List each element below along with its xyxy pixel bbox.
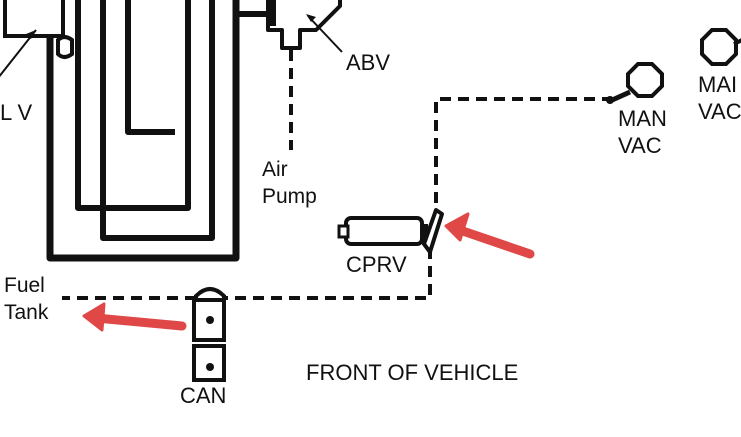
label-can: CAN [180, 383, 226, 408]
canister-top-fitting [194, 287, 226, 300]
label-man-vac-partial-line2: VAC [698, 99, 741, 124]
abv-pointer-head [306, 14, 316, 22]
label-fuel-tank-line1: Fuel [4, 274, 45, 297]
cprv-to-can-line [222, 248, 432, 300]
canister-bolt-upper [206, 316, 214, 324]
annotation-arrows [82, 212, 535, 332]
hose-third [100, 0, 215, 241]
cprv-body [344, 216, 424, 246]
cprv-elbow [422, 208, 444, 254]
label-lv: L V [0, 100, 33, 125]
canister-bolt-lower [206, 363, 214, 371]
canister-body-lower [192, 344, 226, 382]
label-man-vac-partial-line1: MAI [698, 72, 737, 97]
canister [192, 287, 226, 382]
label-man-vac-line2: VAC [618, 133, 662, 158]
lv-pointer-line [0, 29, 37, 78]
abv-pointer-line [307, 15, 343, 53]
abv-body [266, 0, 342, 50]
lv-body [3, 0, 65, 38]
man-vac-hex-partial [700, 28, 738, 66]
man-vac-fitting [606, 62, 664, 104]
man-vac-hex [626, 62, 664, 98]
hose-bundle [46, 0, 268, 262]
abv-stem [266, 0, 276, 26]
man-vac-nipple-end [606, 96, 614, 104]
label-abv: ABV [346, 50, 390, 75]
cprv-cap [337, 224, 350, 239]
labels: L V ABV Air Pump MAN VAC MAI VAC CPRV Fu… [0, 50, 741, 408]
label-cprv: CPRV [346, 252, 407, 277]
label-front-of-vehicle: FRONT OF VEHICLE [306, 360, 518, 385]
hose-outer [46, 0, 240, 262]
red-arrow-fuel-tank [82, 302, 187, 332]
label-fuel-tank-line2: Tank [4, 301, 49, 324]
hose-inner [125, 0, 175, 135]
man-vac-line [434, 97, 613, 218]
cprv-valve [337, 208, 444, 254]
label-air-pump-line1: Air [262, 158, 288, 181]
label-man-vac-line1: MAN [618, 106, 667, 131]
hose-second [75, 0, 191, 211]
abv-valve [266, 0, 343, 53]
lv-pointer-head [26, 30, 36, 39]
lv-valve [0, 0, 74, 78]
red-arrow-cprv [444, 212, 535, 259]
vacuum-lines [62, 50, 613, 300]
lv-fitting [56, 35, 74, 59]
cprv-port [420, 224, 428, 240]
label-air-pump-line2: Pump [262, 185, 317, 208]
man-vac-fitting-partial [700, 28, 741, 66]
